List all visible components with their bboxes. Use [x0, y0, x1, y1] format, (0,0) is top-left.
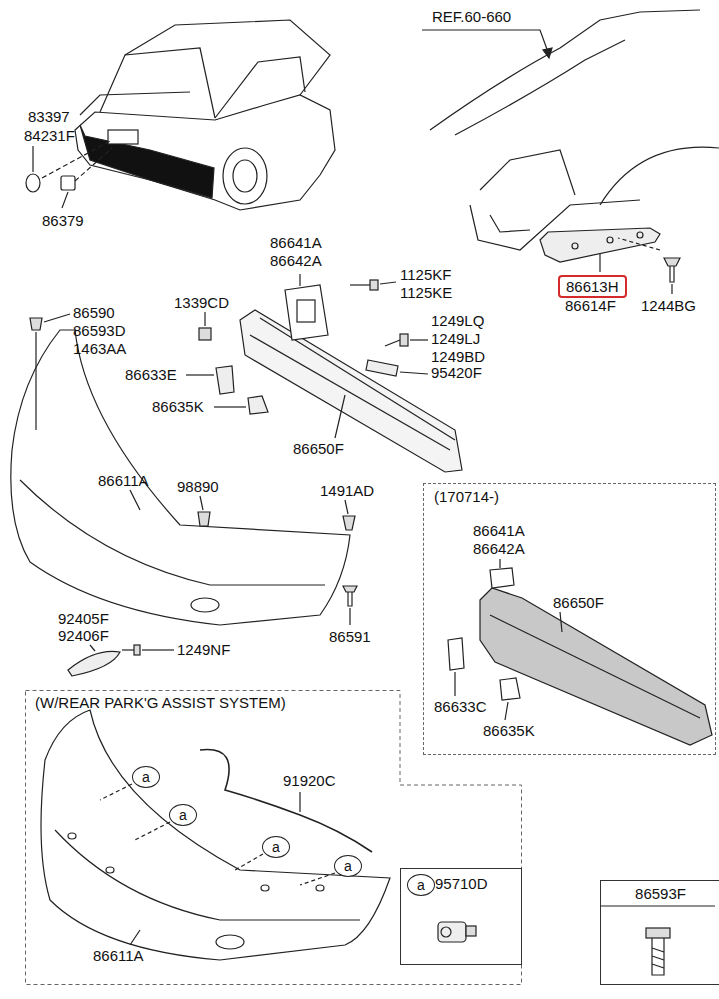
variant-region: (170714-): [423, 483, 716, 755]
callout-number: 1125KF: [400, 266, 451, 283]
node-text: a: [408, 875, 434, 895]
callout-number: 98890: [177, 478, 219, 495]
node-text: 86593F: [601, 881, 719, 902]
callout-number: 86642A: [270, 252, 322, 269]
callout-number: 86614F: [565, 297, 616, 314]
node-text: (W/REAR PARK'G ASSIST SYSTEM): [35, 694, 286, 711]
callout-number: 86650F: [293, 440, 344, 457]
callout-number: 86591: [329, 628, 371, 645]
callout-number: 1491AD: [320, 482, 374, 499]
node-text: a: [263, 837, 289, 857]
callout-number: REF.60-660: [432, 8, 511, 25]
detail-box: 86593F: [600, 880, 719, 985]
callout-number: 1249LQ: [431, 312, 484, 329]
callout-number: 1249BD: [431, 348, 485, 365]
callout-number: 86650F: [553, 594, 604, 611]
callout-number: 86593D: [73, 322, 126, 339]
callout-number: 92406F: [58, 627, 109, 644]
callout-number: 1249NF: [177, 641, 230, 658]
callout-number: 86611A: [93, 947, 144, 964]
node-text: 95710D: [435, 875, 488, 892]
reference-circle: a: [407, 874, 435, 896]
detail-box: 95710Da: [400, 868, 522, 965]
callout-number: 91920C: [283, 772, 336, 789]
callout-number: 86633E: [125, 366, 177, 383]
callout-number: 86641A: [270, 234, 322, 251]
callout-number: 1125KE: [400, 284, 452, 301]
callout-number: 86611A: [98, 472, 149, 489]
reference-circle: a: [132, 766, 160, 788]
callout-number: 92405F: [58, 610, 109, 627]
reference-circle: a: [334, 855, 362, 877]
callout-number: 86633C: [434, 698, 487, 715]
callout-number: 84231F: [24, 127, 75, 144]
callout-number: 86642A: [473, 540, 525, 557]
node-text: a: [133, 767, 159, 787]
callout-number: 86635K: [152, 398, 204, 415]
node-text: (170714-): [434, 488, 499, 505]
callout-number: 1463AA: [73, 340, 126, 357]
callout-number: 86379: [42, 212, 84, 229]
highlight-box: 86613H: [558, 275, 627, 298]
callout-number: 1339CD: [174, 294, 229, 311]
reference-circle: a: [262, 836, 290, 858]
option-region: (W/REAR PARK'G ASSIST SYSTEM)aaaa95710Da: [25, 690, 522, 985]
callout-number: 86641A: [473, 522, 525, 539]
reference-circle: a: [169, 804, 197, 826]
callout-number: 86635K: [483, 722, 535, 739]
callout-number: 1244BG: [641, 297, 696, 314]
callout-number: 95420F: [431, 364, 482, 381]
callout-number: 1249LJ: [431, 330, 480, 347]
node-text: 86613H: [566, 278, 619, 295]
callout-number: 86590: [73, 304, 115, 321]
callout-number: 83397: [28, 108, 70, 125]
node-text: a: [335, 856, 361, 876]
node-text: a: [170, 805, 196, 825]
